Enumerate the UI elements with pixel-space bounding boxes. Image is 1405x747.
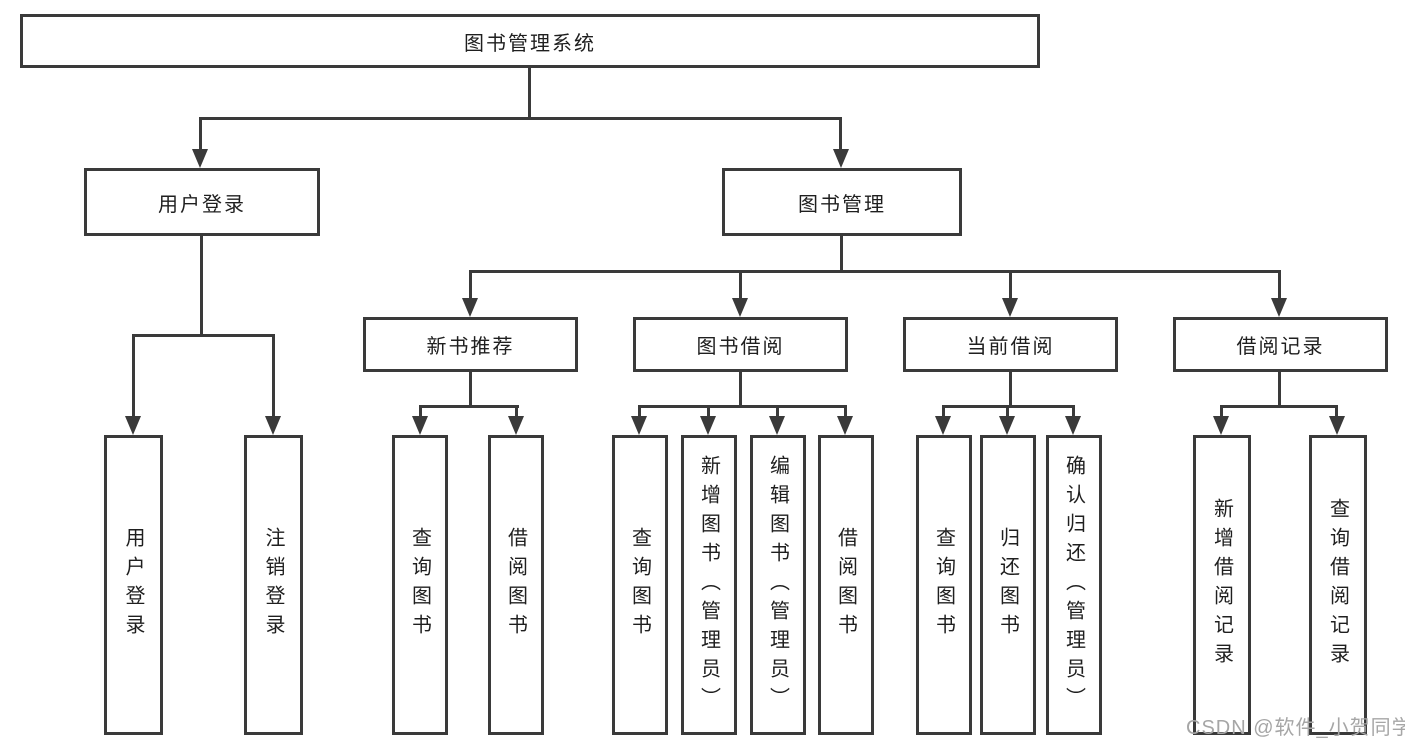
connector-line: [638, 405, 847, 408]
leaf-label: 注销登录: [262, 527, 284, 643]
leaf-add-book-admin: 新增图书（管理员）: [681, 435, 737, 735]
leaf-label: 确认归还（管理员）: [1062, 454, 1085, 716]
arrow-down-icon: [833, 149, 849, 168]
arrow-down-icon: [732, 298, 748, 317]
leaf-query-books-borrow: 查询图书: [612, 435, 668, 735]
arrow-down-icon: [999, 416, 1015, 435]
arrow-down-icon: [837, 416, 853, 435]
arrow-down-icon: [769, 416, 785, 435]
connector-line: [1009, 270, 1012, 299]
connector-line: [942, 405, 945, 419]
leaf-label: 查询图书: [628, 527, 651, 643]
arrow-down-icon: [192, 149, 208, 168]
arrow-down-icon: [265, 416, 281, 435]
leaf-query-books-recommend: 查询图书: [392, 435, 448, 735]
connector-line: [1009, 372, 1012, 407]
leaf-label: 新增图书（管理员）: [697, 454, 720, 716]
leaf-add-borrow-record: 新增借阅记录: [1193, 435, 1251, 735]
leaf-return-book: 归还图书: [980, 435, 1036, 735]
arrow-down-icon: [412, 416, 428, 435]
connector-line: [515, 405, 518, 419]
leaf-query-books-current: 查询图书: [916, 435, 972, 735]
connector-line: [1072, 405, 1075, 419]
node-label: 新书推荐: [426, 336, 515, 358]
arrow-down-icon: [1213, 416, 1229, 435]
arrow-down-icon: [1002, 298, 1018, 317]
leaf-label: 借阅图书: [834, 527, 857, 643]
node-label: 借阅记录: [1236, 336, 1325, 358]
connector-line: [528, 68, 531, 119]
leaf-user-login: 用户登录: [104, 435, 163, 735]
connector-line: [1220, 405, 1223, 419]
connector-line: [419, 405, 519, 408]
leaf-label: 查询图书: [408, 527, 431, 643]
connector-line: [469, 270, 1281, 273]
node-label: 图书管理系统: [464, 32, 596, 55]
connector-line: [272, 334, 275, 417]
leaf-label: 借阅图书: [504, 527, 527, 643]
leaf-borrow-books-recommend: 借阅图书: [488, 435, 544, 735]
arrow-down-icon: [631, 416, 647, 435]
connector-line: [1335, 405, 1338, 419]
connector-line: [1220, 405, 1338, 408]
arrow-down-icon: [125, 416, 141, 435]
leaf-label: 用户登录: [122, 527, 144, 643]
leaf-label: 查询图书: [932, 527, 955, 643]
watermark: CSDN @软件_小贺同学: [1186, 717, 1405, 739]
connector-line: [132, 334, 275, 337]
arrow-down-icon: [935, 416, 951, 435]
leaf-logout: 注销登录: [244, 435, 303, 735]
connector-line: [776, 405, 779, 419]
connector-line: [707, 405, 710, 419]
arrow-down-icon: [700, 416, 716, 435]
node-label: 用户登录: [158, 193, 246, 216]
node-borrow-records: 借阅记录: [1173, 317, 1388, 372]
connector-line: [638, 405, 641, 419]
node-label: 当前借阅: [966, 336, 1055, 358]
connector-line: [469, 372, 472, 407]
node-label: 图书借阅: [696, 336, 785, 358]
leaf-query-borrow-record: 查询借阅记录: [1309, 435, 1367, 735]
leaf-confirm-return-admin: 确认归还（管理员）: [1046, 435, 1102, 735]
connector-line: [419, 405, 422, 419]
connector-line: [199, 117, 202, 150]
connector-line: [739, 270, 742, 299]
connector-line: [469, 270, 472, 299]
node-book-management-branch: 图书管理: [722, 168, 962, 236]
connector-line: [1278, 270, 1281, 299]
connector-line: [739, 372, 742, 407]
leaf-label: 新增借阅记录: [1210, 498, 1233, 672]
connector-line: [844, 405, 847, 419]
node-book-borrow: 图书借阅: [633, 317, 848, 372]
connector-line: [132, 334, 135, 417]
connector-line: [1278, 372, 1281, 407]
node-user-login-branch: 用户登录: [84, 168, 320, 236]
leaf-label: 归还图书: [996, 527, 1019, 643]
connector-line: [1006, 405, 1009, 419]
leaf-label: 编辑图书（管理员）: [766, 454, 789, 716]
leaf-label: 查询借阅记录: [1326, 498, 1349, 672]
node-current-borrow: 当前借阅: [903, 317, 1118, 372]
node-library-management-system: 图书管理系统: [20, 14, 1040, 68]
node-new-book-recommend: 新书推荐: [363, 317, 578, 372]
arrow-down-icon: [1329, 416, 1345, 435]
connector-line: [840, 236, 843, 272]
connector-line: [839, 117, 842, 150]
leaf-edit-book-admin: 编辑图书（管理员）: [750, 435, 806, 735]
arrow-down-icon: [508, 416, 524, 435]
arrow-down-icon: [1065, 416, 1081, 435]
connector-line: [200, 236, 203, 336]
arrow-down-icon: [1271, 298, 1287, 317]
leaf-borrow-books: 借阅图书: [818, 435, 874, 735]
node-label: 图书管理: [798, 193, 886, 216]
arrow-down-icon: [462, 298, 478, 317]
connector-line: [199, 117, 842, 120]
